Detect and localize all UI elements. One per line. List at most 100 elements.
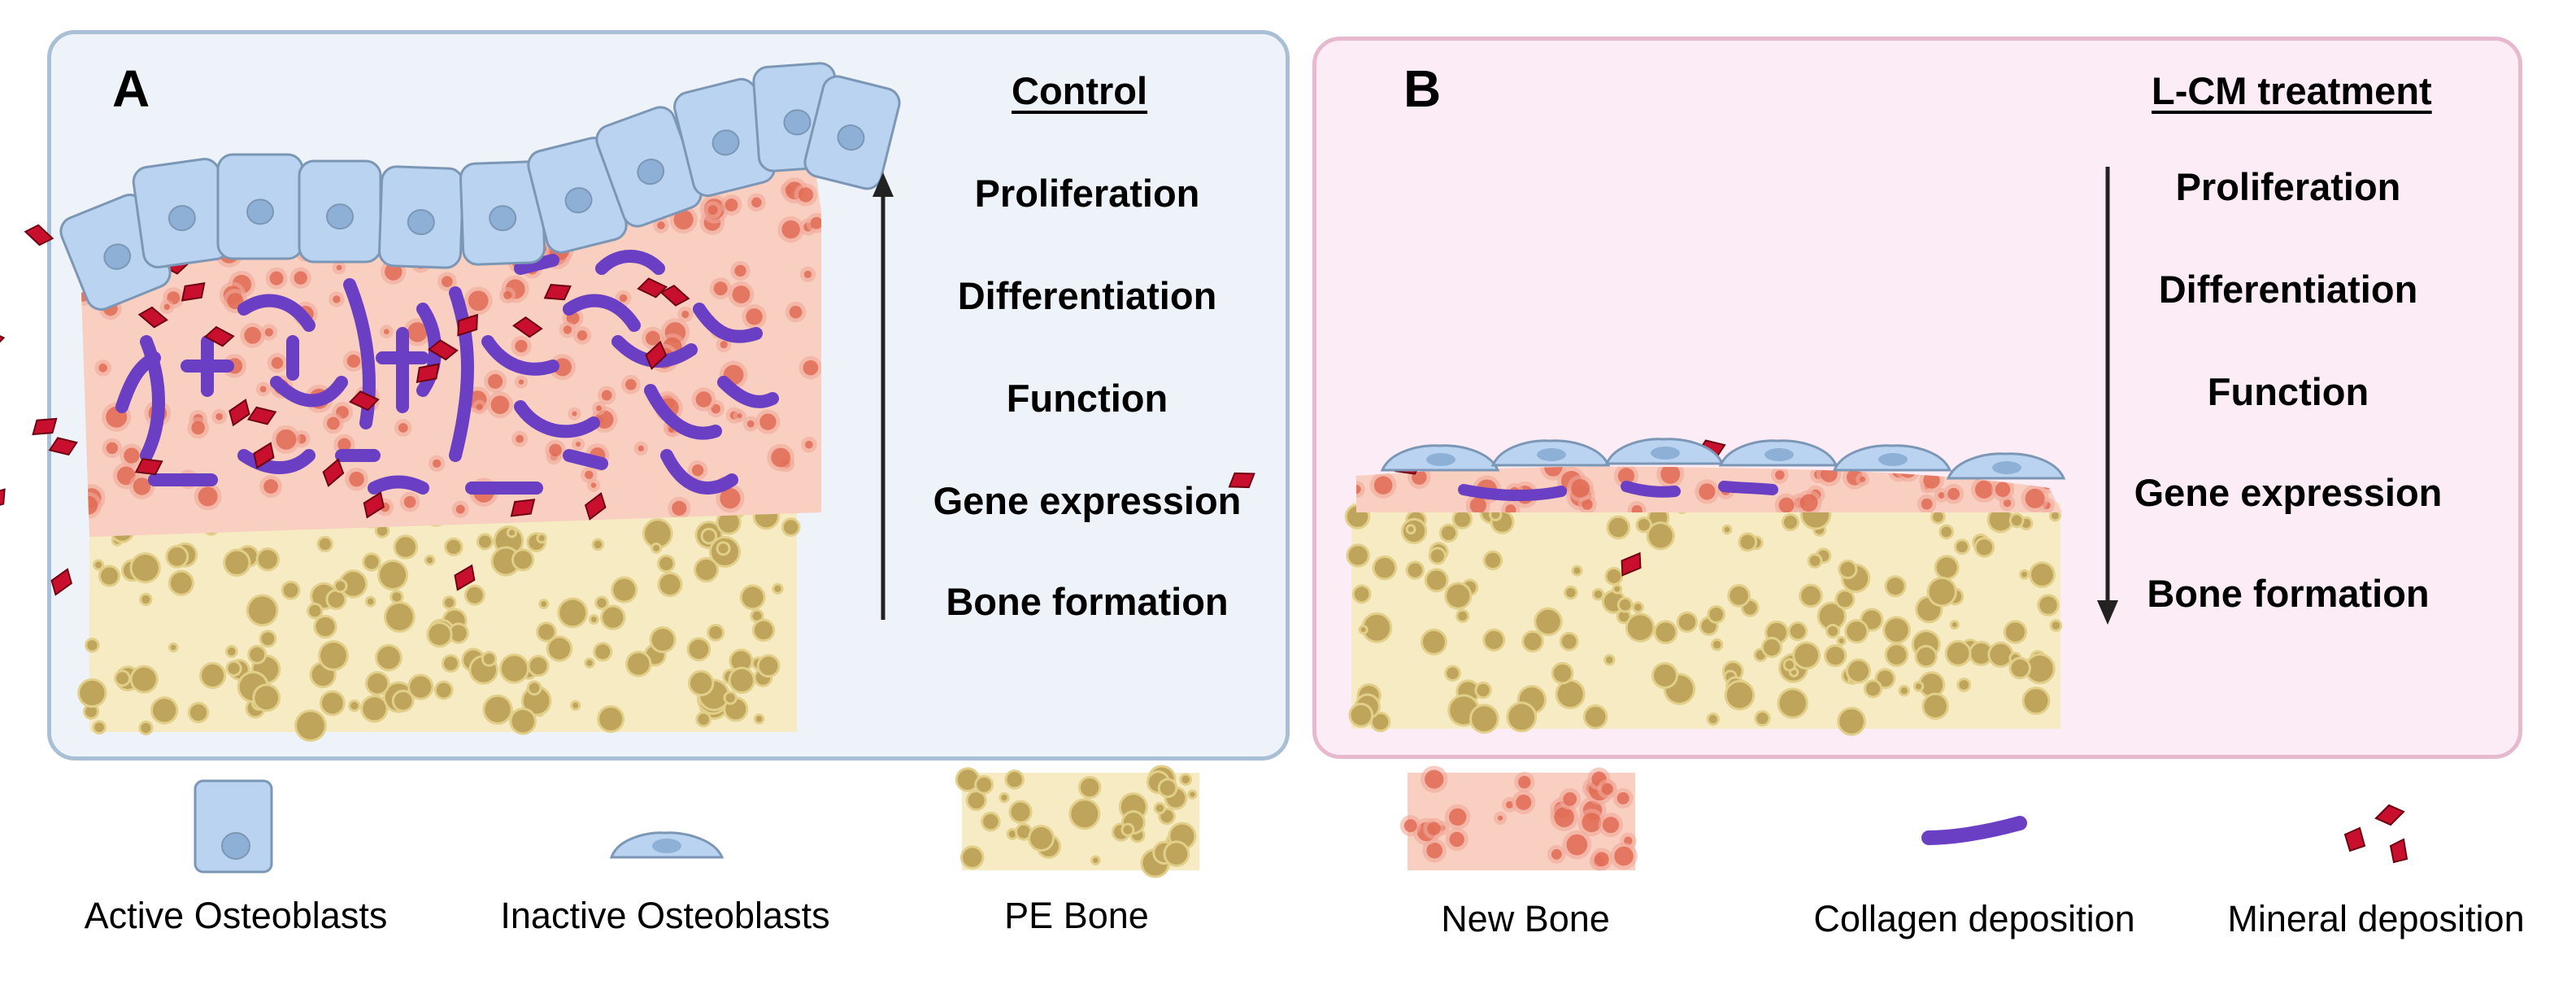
pe-bone-pore bbox=[2021, 571, 2027, 577]
pe-bone-pore bbox=[132, 555, 159, 582]
pe-bone-pore bbox=[1956, 541, 1968, 553]
collagen-fiber bbox=[237, 294, 315, 332]
new-bone-cell bbox=[403, 495, 416, 508]
pe-bone-pore bbox=[1190, 791, 1195, 797]
pe-bone-pore bbox=[335, 581, 346, 591]
legend-pe-bone-label: PE Bone bbox=[1004, 895, 1149, 936]
pe-bone-pore bbox=[759, 656, 778, 676]
pe-bone-pore bbox=[1606, 656, 1613, 664]
inactive-osteoblast-nucleus bbox=[1426, 453, 1456, 466]
pe-bone-pore bbox=[529, 657, 547, 675]
pe-bone-pore bbox=[513, 551, 533, 569]
collagen-fiber bbox=[514, 254, 559, 275]
pe-bone-pore bbox=[376, 525, 388, 536]
pe-bone-pore bbox=[599, 707, 623, 731]
pe-bone-pore bbox=[367, 673, 388, 694]
active-osteoblast-nucleus bbox=[103, 243, 132, 270]
new-bone-cell bbox=[1403, 819, 1417, 833]
pe-bone-pore bbox=[228, 662, 240, 674]
inactive-osteoblast bbox=[1490, 439, 1611, 467]
pe-bone-pore bbox=[742, 586, 764, 608]
new-bone-cell bbox=[276, 429, 297, 450]
new-bone-cell bbox=[1947, 487, 1960, 500]
pe-bone-pore bbox=[1441, 525, 1456, 541]
pe-bone-pore bbox=[320, 643, 346, 669]
pe-bone-pore bbox=[1726, 682, 1753, 708]
mineral-crystal bbox=[454, 564, 476, 591]
panel-b-letter: B bbox=[1403, 59, 1442, 118]
pe-bone-pore bbox=[493, 548, 519, 574]
mineral-crystal bbox=[50, 568, 72, 596]
active-osteoblast-layer bbox=[59, 62, 901, 311]
active-osteoblast-nucleus bbox=[637, 158, 665, 185]
new-bone-cell bbox=[1582, 499, 1593, 510]
panel-a-letter: A bbox=[112, 59, 150, 118]
new-bone-cell bbox=[1995, 482, 2011, 498]
pe-bone-pore bbox=[395, 537, 416, 557]
pe-bone-pore bbox=[690, 672, 712, 695]
pe-bone-pore bbox=[511, 709, 534, 733]
active-osteoblast bbox=[803, 75, 901, 190]
pe-bone-pore bbox=[1160, 780, 1176, 796]
pe-bone-pore bbox=[1886, 645, 1907, 665]
pe-bone-pore bbox=[1885, 618, 1908, 642]
panel-b-param-5: Bone formation bbox=[2147, 572, 2430, 615]
new-bone-cell bbox=[1518, 775, 1531, 789]
inactive-osteoblast-nucleus bbox=[1537, 448, 1566, 461]
pe-bone-pore bbox=[1594, 590, 1603, 599]
pe-bone-pore bbox=[1970, 643, 1991, 664]
pe-bone-pore bbox=[1920, 673, 1943, 696]
panel-a-param-1: Proliferation bbox=[974, 172, 1200, 215]
pe-bone-pore bbox=[1471, 706, 1497, 732]
new-bone-cell bbox=[106, 442, 119, 455]
pe-bone-pore bbox=[1364, 614, 1390, 641]
active-osteoblast-nucleus bbox=[783, 109, 812, 136]
new-bone-cell bbox=[1516, 794, 1532, 810]
pe-bone-pore bbox=[689, 639, 709, 660]
pe-bone-pore bbox=[1936, 557, 1957, 578]
pe-bone-pore bbox=[1408, 563, 1422, 577]
collagen-fiber bbox=[693, 303, 763, 343]
new-bone-cell bbox=[695, 391, 712, 408]
pe-bone-pore bbox=[963, 848, 982, 867]
pe-bone-pore bbox=[485, 696, 511, 723]
new-bone-cell bbox=[803, 270, 812, 279]
active-osteoblast-nucleus bbox=[837, 124, 865, 151]
active-osteoblast bbox=[378, 165, 464, 269]
mineral-crystal bbox=[512, 316, 543, 338]
pe-bone-pore bbox=[752, 611, 762, 621]
legend-new-bone-label: New Bone bbox=[1441, 898, 1610, 939]
pe-bone-pore bbox=[385, 604, 413, 630]
mineral-crystal bbox=[0, 488, 6, 511]
pe-bone-pore bbox=[1619, 599, 1631, 611]
pe-bone-pore bbox=[1001, 794, 1007, 801]
new-bone-cell bbox=[294, 271, 307, 285]
pe-bone-pore bbox=[444, 598, 455, 608]
panel-a-param-3: Function bbox=[1006, 377, 1168, 420]
pe-bone-pore bbox=[1477, 683, 1490, 697]
pe-bone-pore bbox=[1638, 519, 1650, 531]
pe-bone-pore bbox=[1634, 604, 1642, 612]
pe-bone-pore bbox=[2011, 515, 2022, 526]
pe-bone-pore bbox=[1976, 539, 1993, 556]
active-osteoblast-nucleus bbox=[489, 205, 517, 232]
new-bone-cell bbox=[1554, 807, 1574, 828]
new-bone-cell bbox=[191, 421, 205, 435]
collagen-fiber bbox=[368, 475, 429, 495]
pe-bone-pore bbox=[1348, 546, 1368, 565]
new-bone-cell bbox=[383, 329, 389, 335]
collagen-fiber bbox=[644, 384, 722, 440]
active-osteoblast-nucleus bbox=[246, 198, 274, 225]
pe-bone-pore bbox=[1840, 561, 1856, 577]
new-bone-cell bbox=[1631, 505, 1643, 512]
inactive-osteoblast bbox=[1604, 438, 1725, 465]
pe-bone-pore bbox=[1838, 638, 1844, 644]
pe-bone-pore bbox=[1791, 669, 1797, 675]
new-bone-cell bbox=[732, 285, 751, 304]
new-bone-cell bbox=[432, 459, 442, 469]
new-bone-cell bbox=[711, 403, 721, 414]
pe-bone-pore bbox=[1941, 526, 1952, 538]
active-osteoblast-nucleus bbox=[407, 209, 435, 236]
new-bone-cell bbox=[746, 420, 755, 428]
pe-bone-pore bbox=[392, 592, 402, 602]
